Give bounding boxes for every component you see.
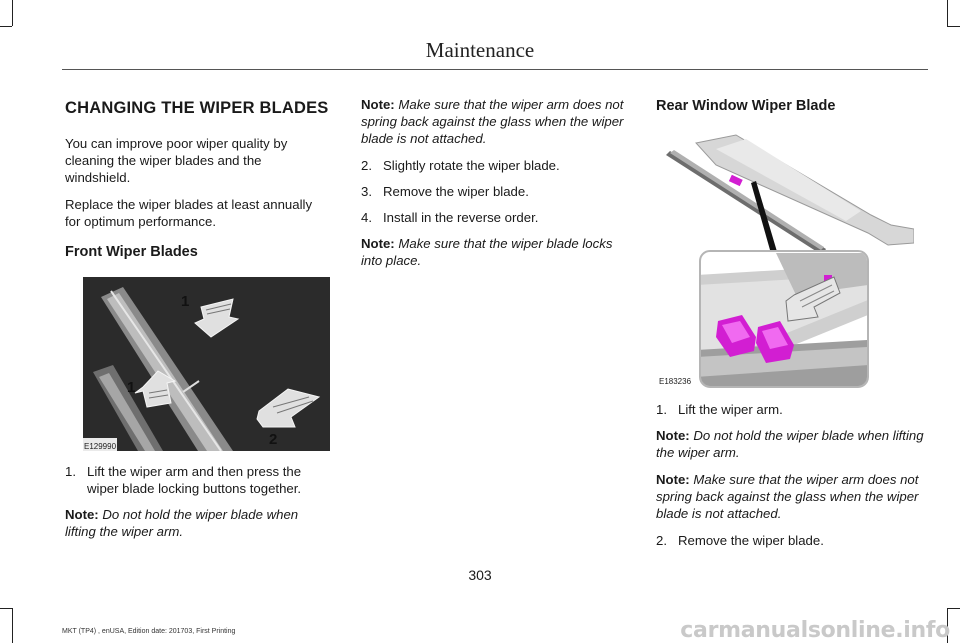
crop-mark-top-left [12,0,13,26]
arrow-down-left-icon [785,276,841,322]
middle-step-2: 2. Slightly rotate the wiper blade. [361,157,631,174]
callout-2: 2 [269,431,277,448]
middle-column: Note: Make sure that the wiper arm does … [361,96,631,279]
front-wiper-illustration: 1 1 2 [83,277,330,452]
crop-mark-top-right-h [947,26,960,27]
rear-note-1: Note: Do not hold the wiper blade when l… [656,427,928,461]
rear-wiper-illustration [666,134,915,388]
section-heading: CHANGING THE WIPER BLADES [65,99,329,117]
step-number: 1. [65,464,76,479]
figure-code: E183236 [658,373,693,390]
rear-note-2: Note: Make sure that the wiper arm does … [656,471,928,522]
front-note-1: Note: Do not hold the wiper blade when l… [65,506,330,540]
crop-mark-bottom-left-h [0,608,12,609]
watermark-text: carmanualsonline.info [680,618,950,643]
note-text: Make sure that the wiper blade locks int… [361,236,613,268]
callout-1-top: 1 [181,293,189,310]
note-text: Do not hold the wiper blade when lifting… [65,507,299,539]
front-wiper-figure: 1 1 2 E129990 [83,277,330,455]
replace-paragraph: Replace the wiper blades at least annual… [65,197,313,229]
note-label: Note: [656,472,690,487]
header-rule [62,69,928,70]
page-header-title: Maintenance [425,38,535,62]
note-text: Do not hold the wiper blade when lifting… [656,428,924,460]
rear-wiper-heading: Rear Window Wiper Blade [656,98,836,114]
arrow-up-icon [134,370,177,408]
front-wiper-heading: Front Wiper Blades [65,244,198,260]
crop-mark-bottom-right-h [947,608,960,609]
arrow-rotate-icon [256,388,321,428]
note-label: Note: [65,507,99,522]
left-column: CHANGING THE WIPER BLADES You can improv… [65,96,330,550]
intro-paragraph: You can improve poor wiper quality by cl… [65,136,288,185]
crop-mark-top-right [947,0,948,26]
step-number: 2. [361,158,372,173]
middle-note-2: Note: Make sure that the wiper blade loc… [361,235,631,269]
step-text: Remove the wiper blade. [678,533,824,548]
step-text: Remove the wiper blade. [383,184,529,199]
crop-mark-bottom-right [947,608,948,643]
page-number: 303 [468,567,492,583]
rear-step-1: 1. Lift the wiper arm. [656,401,928,418]
step-number: 3. [361,184,372,199]
step-text: Lift the wiper arm. [678,402,783,417]
rear-wiper-figure: E183236 [656,125,915,390]
step-number: 4. [361,210,372,225]
edition-footer: MKT (TP4) , enUSA, Edition date: 201703,… [62,628,236,635]
note-text: Make sure that the wiper arm does not sp… [361,97,624,146]
middle-step-3: 3. Remove the wiper blade. [361,183,631,200]
crop-mark-bottom-left [12,608,13,643]
note-text: Make sure that the wiper arm does not sp… [656,472,919,521]
note-label: Note: [361,236,395,251]
middle-step-4: 4. Install in the reverse order. [361,209,631,226]
note-label: Note: [361,97,395,112]
step-number: 1. [656,402,667,417]
right-column: Rear Window Wiper Blade [656,96,928,558]
step-text: Slightly rotate the wiper blade. [383,158,560,173]
step-text: Install in the reverse order. [383,210,539,225]
step-number: 2. [656,533,667,548]
rear-step-2: 2. Remove the wiper blade. [656,532,928,549]
step-text: Lift the wiper arm and then press the wi… [87,464,302,496]
front-step-1: 1. Lift the wiper arm and then press the… [65,463,330,497]
note-label: Note: [656,428,690,443]
crop-mark-top-left-h [0,26,12,27]
middle-note-1: Note: Make sure that the wiper arm does … [361,96,631,147]
figure-code: E129990 [83,438,118,455]
locking-buttons [716,315,794,363]
callout-1-left: 1 [127,379,135,396]
lock-tab-small [728,174,743,187]
arrow-down-icon [194,298,240,338]
